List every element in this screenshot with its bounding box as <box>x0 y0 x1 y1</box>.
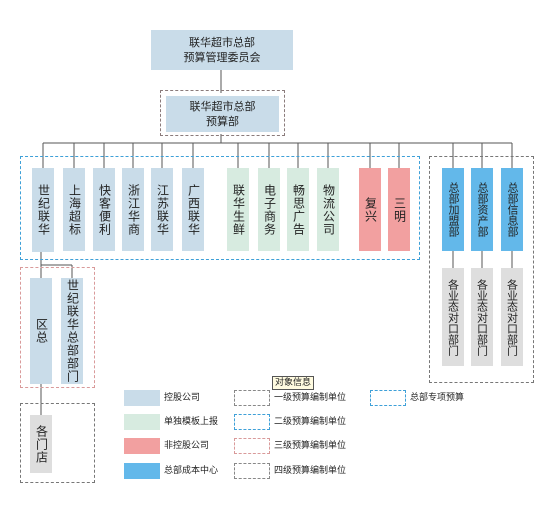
hq-department-node: 各业态对口部门 <box>442 268 464 366</box>
legend-color-swatch <box>124 414 160 430</box>
legend-color-label: 单独模板上报 <box>164 417 219 427</box>
unit-node: 电子商务 <box>258 168 280 251</box>
legend-color-swatch <box>124 438 160 454</box>
hq-department-node: 各业态对口部门 <box>471 268 493 366</box>
legend-color-label: 总部成本中心 <box>164 466 219 476</box>
unit-node: 江苏联华 <box>151 168 173 251</box>
legend-special-swatch <box>370 390 406 406</box>
budget-department-line1: 联华超市总部 <box>189 100 256 113</box>
unit-node: 世纪联华 <box>32 168 54 252</box>
unit-node: 物流公司 <box>317 168 339 251</box>
legend-color-swatch <box>124 390 160 406</box>
level3-frame <box>20 267 95 388</box>
budget-department-line2: 预算部 <box>206 115 239 128</box>
level2-frame <box>20 156 420 260</box>
legend-level-label: 三级预算编制单位 <box>274 441 347 451</box>
legend-level-swatch <box>234 438 270 454</box>
legend-level-swatch <box>234 463 270 479</box>
unit-node: 复兴 <box>359 168 381 251</box>
unit-node: 广西联华 <box>182 168 204 251</box>
unit-node: 三明 <box>388 168 410 251</box>
hq-center-node: 总部信息部 <box>501 168 523 251</box>
legend-special-label: 总部专项预算 <box>410 393 465 403</box>
unit-node: 上海超标 <box>63 168 85 251</box>
legend-color-label: 非控股公司 <box>164 441 210 451</box>
hq-center-node: 总部资产部 <box>471 168 493 251</box>
level1-frame <box>160 90 285 136</box>
object-info-tooltip: 对象信息 <box>272 376 315 390</box>
budget-department-node: 联华超市总部 预算部 <box>166 96 279 132</box>
level4-frame <box>20 403 95 483</box>
hq-center-node: 总部加盟部 <box>442 168 464 251</box>
budget-committee-node: 联华超市总部 预算管理委员会 <box>151 30 293 70</box>
unit-node: 快客便利 <box>93 168 115 251</box>
stores-node: 各门店 <box>30 415 52 473</box>
legend-color-swatch <box>124 463 160 479</box>
unit-node: 畅思广告 <box>287 168 309 251</box>
budget-committee-line1: 联华超市总部 <box>189 36 255 49</box>
legend-level-label: 一级预算编制单位 <box>274 393 347 403</box>
legend-level-label: 二级预算编制单位 <box>274 417 347 427</box>
sub-unit-region: 区总 <box>30 278 52 384</box>
legend-level-label: 四级预算编制单位 <box>274 466 347 476</box>
sub-unit-hq-departments: 世纪联华总部部门 <box>61 278 83 384</box>
special-frame <box>429 156 534 383</box>
budget-committee-line2: 预算管理委员会 <box>183 51 261 64</box>
unit-node: 联华生鲜 <box>227 168 249 251</box>
hq-department-node: 各业态对口部门 <box>501 268 523 366</box>
unit-node: 浙江华商 <box>122 168 144 251</box>
legend-level-swatch <box>234 414 270 430</box>
legend-color-label: 控股公司 <box>164 393 201 403</box>
legend-level-swatch <box>234 390 270 406</box>
